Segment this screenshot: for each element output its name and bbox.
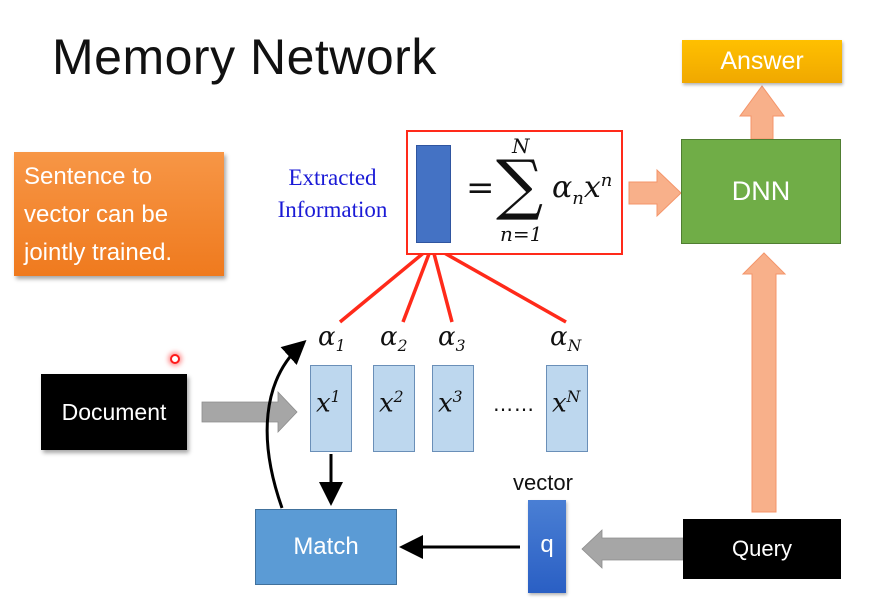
attention-line-n — [431, 244, 567, 324]
memory-label-1: x1 — [316, 388, 341, 419]
memory-label-n: xN — [552, 388, 580, 419]
x-symbol: x — [379, 388, 394, 419]
alpha-subscript: N — [567, 337, 582, 356]
attention-line-3 — [430, 245, 454, 323]
document-box: Document — [41, 374, 187, 450]
memory-cell-n — [546, 365, 588, 452]
x-symbol: x — [316, 388, 331, 419]
sum-upper-limit: N — [512, 134, 530, 158]
alpha-subscript: 2 — [397, 337, 408, 356]
match-arrows — [265, 339, 520, 559]
document-to-memory-arrow — [201, 390, 298, 434]
alpha-1: α1 — [318, 322, 345, 355]
x-symbol: x — [552, 388, 567, 419]
alpha-symbol: α — [438, 322, 456, 352]
alpha-subscript: 1 — [335, 337, 346, 356]
term-x-sup: n — [600, 170, 613, 191]
answer-box: Answer — [682, 40, 842, 83]
note-callout: Sentence to vector can be jointly traine… — [14, 152, 224, 276]
dnn-to-answer-arrow — [739, 85, 785, 140]
alpha-symbol: α — [550, 322, 568, 352]
extracted-line-1: Extracted — [288, 165, 377, 190]
term-x: x — [583, 170, 601, 205]
formula-to-dnn-arrow — [628, 168, 682, 218]
memory-label-2: x2 — [379, 388, 404, 419]
alpha-2: α2 — [380, 322, 407, 355]
query-to-dnn-arrow — [741, 252, 787, 513]
extracted-information-label: Extracted Information — [270, 162, 395, 226]
extracted-vector — [416, 145, 451, 243]
extracted-line-2: Information — [277, 197, 388, 222]
x-symbol: x — [438, 388, 453, 419]
x-superscript: 1 — [330, 388, 341, 406]
flow-arrows — [628, 85, 787, 513]
memory-cell-2 — [373, 365, 415, 452]
alpha-n: αN — [550, 322, 581, 355]
sigma-symbol: ∑ — [496, 146, 544, 223]
query-vector: q — [528, 500, 566, 593]
vector-label: vector — [513, 470, 573, 495]
attention-line-1 — [338, 244, 434, 324]
sum-term: αnxn — [552, 170, 612, 209]
ellipsis: …… — [493, 392, 535, 416]
note-line-1: Sentence to — [24, 163, 153, 190]
alpha-symbol: α — [380, 322, 398, 352]
match-box: Match — [255, 509, 397, 585]
memory-label-3: x3 — [438, 388, 463, 419]
x-superscript: 3 — [452, 388, 463, 406]
query-to-vector-arrow — [581, 529, 684, 569]
memory-cell-3 — [432, 365, 474, 452]
note-line-2: vector can be — [24, 201, 169, 228]
attention-line-2 — [401, 245, 434, 323]
sum-lower-limit: n=1 — [500, 222, 543, 246]
memory-cell-1 — [310, 365, 352, 452]
alpha-3: α3 — [438, 322, 465, 355]
pointer-cursor-icon — [170, 354, 180, 364]
term-alpha: α — [552, 170, 573, 205]
input-arrows — [201, 390, 684, 569]
query-box: Query — [683, 519, 841, 579]
note-line-3: jointly trained. — [24, 239, 173, 266]
match-to-alpha-arrow — [265, 339, 307, 509]
x-superscript: 2 — [393, 388, 404, 406]
equals-sign: = — [466, 168, 495, 208]
alpha-symbol: α — [318, 322, 336, 352]
attention-lines — [338, 244, 567, 324]
dnn-box: DNN — [681, 139, 841, 244]
alpha-subscript: 3 — [455, 337, 466, 356]
slide-title: Memory Network — [52, 29, 437, 85]
term-alpha-sub: n — [572, 188, 584, 209]
x-superscript: N — [566, 388, 581, 406]
